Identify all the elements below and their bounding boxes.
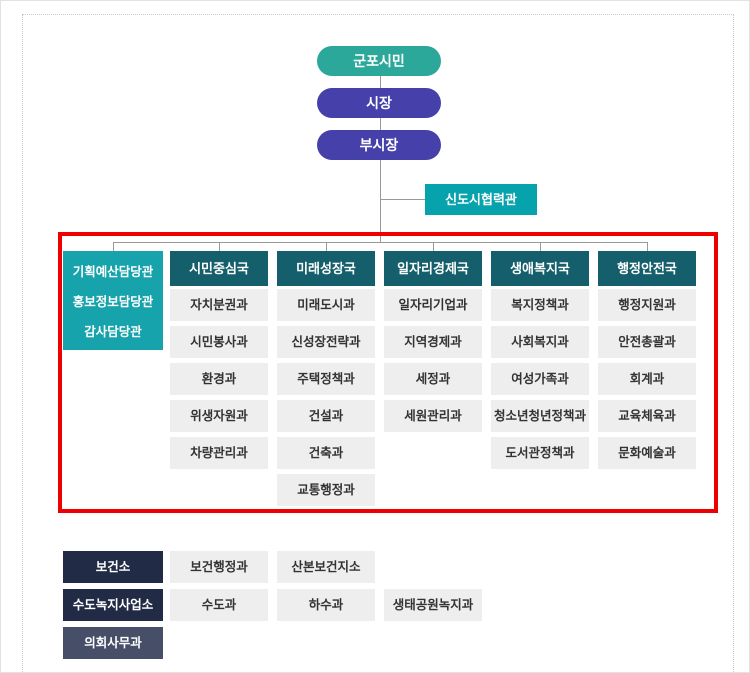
connector-branch (113, 242, 647, 243)
affiliate-row-3: 의회사무과 (63, 627, 663, 659)
affiliate-head: 의회사무과 (63, 627, 163, 659)
department-cell: 회계과 (598, 363, 696, 395)
vice-mayor-node: 부시장 (317, 130, 441, 160)
connector-stub-6 (647, 242, 648, 251)
department-cell: 건설과 (277, 400, 375, 432)
connector-stub-1 (113, 242, 114, 251)
department-cell: 행정지원과 (598, 289, 696, 321)
department-cell: 안전총괄과 (598, 326, 696, 358)
citizen-node: 군포시민 (317, 46, 441, 76)
department-cell: 교통행정과 (277, 474, 375, 506)
affiliate-head: 보건소 (63, 551, 163, 583)
department-cell: 환경과 (170, 363, 268, 395)
department-cell: 주택정책과 (277, 363, 375, 395)
department-cell: 문화예술과 (598, 437, 696, 469)
bureau-header: 미래성장국 (277, 251, 375, 286)
connector-cooperation (380, 199, 425, 200)
staff-office-1: 기획예산담당관 (72, 264, 154, 279)
department-cell: 위생자원과 (170, 400, 268, 432)
affiliate-department-cell: 보건행정과 (170, 551, 268, 583)
bureau-header: 생애복지국 (491, 251, 589, 286)
connector-stub-5 (540, 242, 541, 251)
cooperation-office-node: 신도시협력관 (425, 184, 537, 215)
department-cell: 사회복지과 (491, 326, 589, 358)
department-cell: 일자리기업과 (384, 289, 482, 321)
department-cell: 차량관리과 (170, 437, 268, 469)
connector-stub-2 (219, 242, 220, 251)
department-cell: 지역경제과 (384, 326, 482, 358)
mayor-node: 시장 (317, 88, 441, 118)
connector-mayor-vice (380, 118, 381, 130)
department-cell: 복지정책과 (491, 289, 589, 321)
staff-office-2: 홍보정보담당관 (72, 294, 154, 309)
department-cell: 시민봉사과 (170, 326, 268, 358)
department-cell: 신성장전략과 (277, 326, 375, 358)
department-cell: 교육체육과 (598, 400, 696, 432)
department-cell: 세원관리과 (384, 400, 482, 432)
department-cell: 여성가족과 (491, 363, 589, 395)
department-cell: 건축과 (277, 437, 375, 469)
affiliate-department-cell: 하수과 (277, 589, 375, 621)
affiliate-department-cell: 수도과 (170, 589, 268, 621)
highlight-rectangle (58, 232, 718, 513)
department-cell: 미래도시과 (277, 289, 375, 321)
connector-vice-bureaus (380, 160, 381, 242)
department-cell: 세정과 (384, 363, 482, 395)
bureau-header: 일자리경제국 (384, 251, 482, 286)
department-cell: 자치분권과 (170, 289, 268, 321)
connector-citizen-mayor (380, 76, 381, 88)
affiliate-head: 수도녹지사업소 (63, 589, 163, 621)
affiliate-department-cell: 생태공원녹지과 (384, 589, 482, 621)
staff-office-3: 감사담당관 (84, 325, 142, 340)
department-cell: 청소년청년정책과 (491, 400, 589, 432)
department-cell: 도서관정책과 (491, 437, 589, 469)
affiliate-department-cell: 산본보건지소 (277, 551, 375, 583)
connector-stub-4 (433, 242, 434, 251)
bureau-header: 시민중심국 (170, 251, 268, 286)
bureau-header: 행정안전국 (598, 251, 696, 286)
connector-stub-3 (326, 242, 327, 251)
